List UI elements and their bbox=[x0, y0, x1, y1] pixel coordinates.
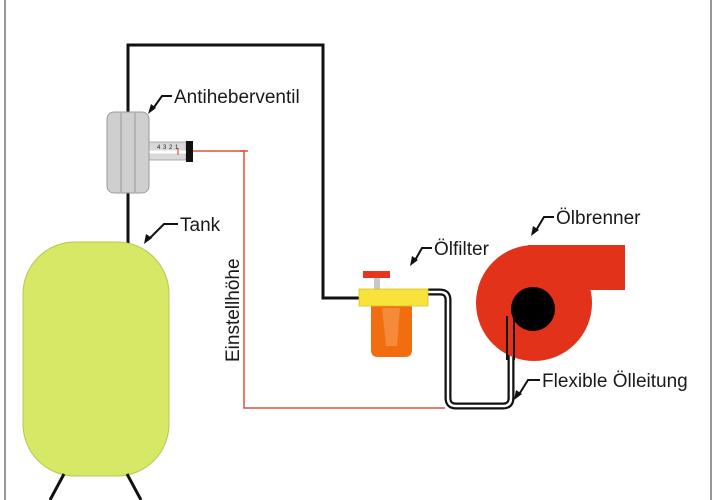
filter-insert bbox=[382, 308, 400, 346]
filter-arrowhead bbox=[410, 256, 418, 266]
anti-siphon-valve: 4 3 2 1 bbox=[106, 111, 193, 194]
label-antiheberventil: Antiheberventil bbox=[174, 87, 300, 108]
label-flexible-oelleitung: Flexible Ölleitung bbox=[542, 371, 688, 392]
valve-knob bbox=[186, 141, 193, 162]
filter-stem bbox=[374, 277, 380, 289]
filter-arrow bbox=[413, 247, 432, 263]
oil-filter bbox=[358, 271, 429, 357]
label-oelbrenner: Ölbrenner bbox=[556, 208, 641, 229]
burner-arrow bbox=[534, 216, 554, 233]
valve-scale-1: 1 bbox=[175, 145, 179, 151]
valve-scale-4: 4 bbox=[157, 145, 161, 151]
label-einstellhoehe: Einstellhöhe bbox=[223, 258, 244, 362]
tank bbox=[22, 241, 170, 477]
height-line bbox=[191, 150, 445, 409]
flexible-hose bbox=[428, 288, 515, 410]
tank-leg-right bbox=[125, 473, 143, 500]
tank-arrow bbox=[147, 223, 178, 241]
hose-arrowhead bbox=[514, 390, 522, 400]
filter-cap bbox=[363, 271, 390, 278]
hose-burner-end bbox=[506, 316, 515, 360]
label-oelfilter: Ölfilter bbox=[434, 239, 490, 260]
tank-leg-left bbox=[48, 473, 66, 500]
valve-arrow bbox=[151, 95, 172, 111]
label-tank: Tank bbox=[180, 215, 221, 236]
burner-core bbox=[511, 287, 555, 331]
burner-arrowhead bbox=[531, 226, 539, 236]
valve-scale-2: 2 bbox=[169, 145, 173, 151]
oil-burner bbox=[476, 245, 625, 361]
filter-head bbox=[358, 288, 429, 307]
valve-arrowhead bbox=[148, 104, 156, 114]
supply-pipe bbox=[126, 43, 362, 300]
tank-arrowhead bbox=[144, 234, 152, 244]
hose-arrow bbox=[517, 379, 540, 397]
valve-scale-3: 3 bbox=[163, 145, 167, 151]
